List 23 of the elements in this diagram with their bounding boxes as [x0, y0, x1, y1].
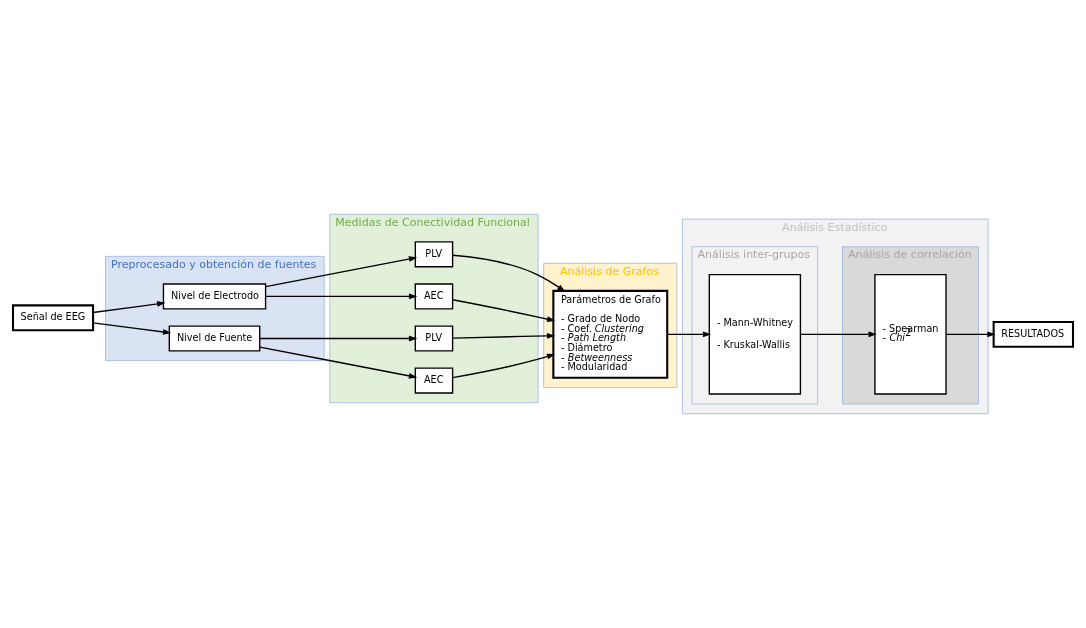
arrow	[452, 254, 566, 292]
node-box: Nivel de Fuente	[168, 325, 261, 352]
node-box: PLV	[414, 325, 454, 352]
arrow	[945, 331, 996, 338]
arrow	[92, 301, 166, 314]
arrow	[259, 335, 418, 342]
arrow	[452, 332, 556, 339]
arrow	[265, 256, 418, 288]
arrow	[259, 346, 418, 379]
node-box: PLV	[414, 241, 454, 268]
arrow	[265, 293, 418, 300]
arrow	[799, 331, 877, 338]
arrow	[92, 322, 172, 335]
arrow	[666, 331, 712, 338]
arrow	[452, 353, 556, 379]
node-box: RESULTADOS	[992, 320, 1075, 348]
node-box: Parámetros de Grafo - Grado de Nodo - Coef. Clustering - Path Length - Diámetro - Betweenness - Modularidad	[552, 289, 669, 379]
node-box: Nivel de Electrodo	[162, 283, 267, 310]
node-box: - Mann-Whitney - Kruskal-Wallis	[708, 273, 802, 395]
node-box: AEC	[414, 283, 454, 310]
arrow	[451, 299, 556, 322]
node-box: AEC	[414, 367, 454, 394]
node-box: Señal de EEG	[11, 304, 95, 332]
